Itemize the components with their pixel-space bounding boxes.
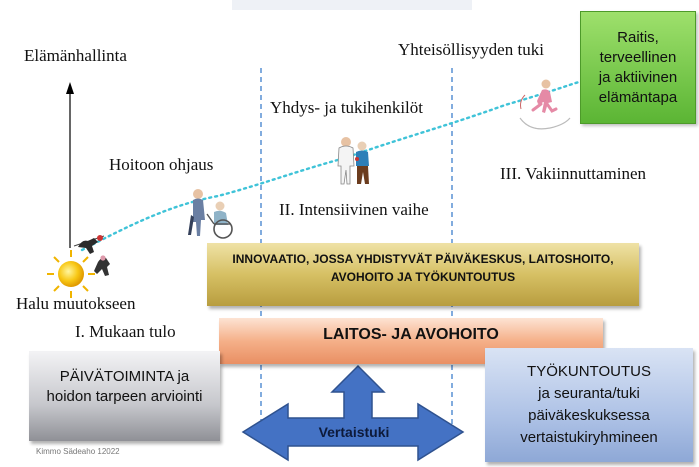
- tyokuntoutus-line-4: vertaistukiryhmineen: [520, 429, 658, 446]
- raitis-line-1: Raitis,: [617, 28, 659, 46]
- vertaistuki-label: Vertaistuki: [318, 424, 390, 440]
- climbers-icon: [73, 235, 110, 276]
- raitis-line-2: terveellinen: [599, 48, 677, 66]
- label-mukaan: I. Mukaan tulo: [75, 322, 176, 341]
- raitis-line-3: ja aktiivinen: [598, 68, 678, 86]
- innovaatio-line-2: AVOHOITO JA TYÖKUNTOUTUS: [330, 269, 516, 284]
- author-credit: Kimmo Sädeaho 12022: [36, 447, 120, 456]
- tyokuntoutus-line-2: ja seuranta/tuki: [538, 385, 640, 402]
- tyokuntoutus-line-3: päiväkeskuksessa: [528, 407, 650, 424]
- label-vakiinnuttaminen: III. Vakiinnuttaminen: [500, 164, 647, 183]
- paivatoiminta-line-1: PÄIVÄTOIMINTA ja: [59, 368, 190, 385]
- paivatoiminta-box: PÄIVÄTOIMINTA ja hoidon tarpeen arvioint…: [29, 351, 220, 441]
- label-hoitoon: Hoitoon ohjaus: [109, 155, 214, 174]
- tyokuntoutus-line-1: TYÖKUNTOUTUS: [527, 363, 651, 380]
- runner-icon: [519, 79, 571, 130]
- label-yhteisollisyys: Yhteisöllisyyden tuki: [398, 40, 544, 59]
- vertaistuki-arrow: [241, 364, 465, 462]
- y-axis-label: Elämänhallinta: [24, 46, 127, 65]
- label-halu: Halu muutokseen: [16, 294, 136, 313]
- laitos-label: LAITOS- JA AVOHOITO: [323, 326, 499, 343]
- sun-icon: [47, 250, 95, 298]
- label-yhdys: Yhdys- ja tukihenkilöt: [270, 98, 423, 117]
- top-decoration: [232, 0, 472, 10]
- innovaatio-box: INNOVAATIO, JOSSA YHDISTYVÄT PÄIVÄKESKUS…: [207, 243, 639, 306]
- raitis-line-4: elämäntapa: [598, 88, 678, 106]
- wheelchair-icon: [188, 189, 233, 239]
- doctor-icon: [337, 137, 369, 185]
- raitis-box: Raitis, terveellinen ja aktiivinen elämä…: [580, 11, 696, 124]
- innovaatio-line-1: INNOVAATIO, JOSSA YHDISTYVÄT PÄIVÄKESKUS…: [232, 251, 614, 266]
- tyokuntoutus-box: TYÖKUNTOUTUS ja seuranta/tuki päiväkesku…: [485, 348, 693, 462]
- y-axis-arrowhead: [66, 82, 74, 94]
- paivatoiminta-line-2: hoidon tarpeen arviointi: [46, 388, 203, 405]
- label-intensiivinen: II. Intensiivinen vaihe: [279, 200, 429, 219]
